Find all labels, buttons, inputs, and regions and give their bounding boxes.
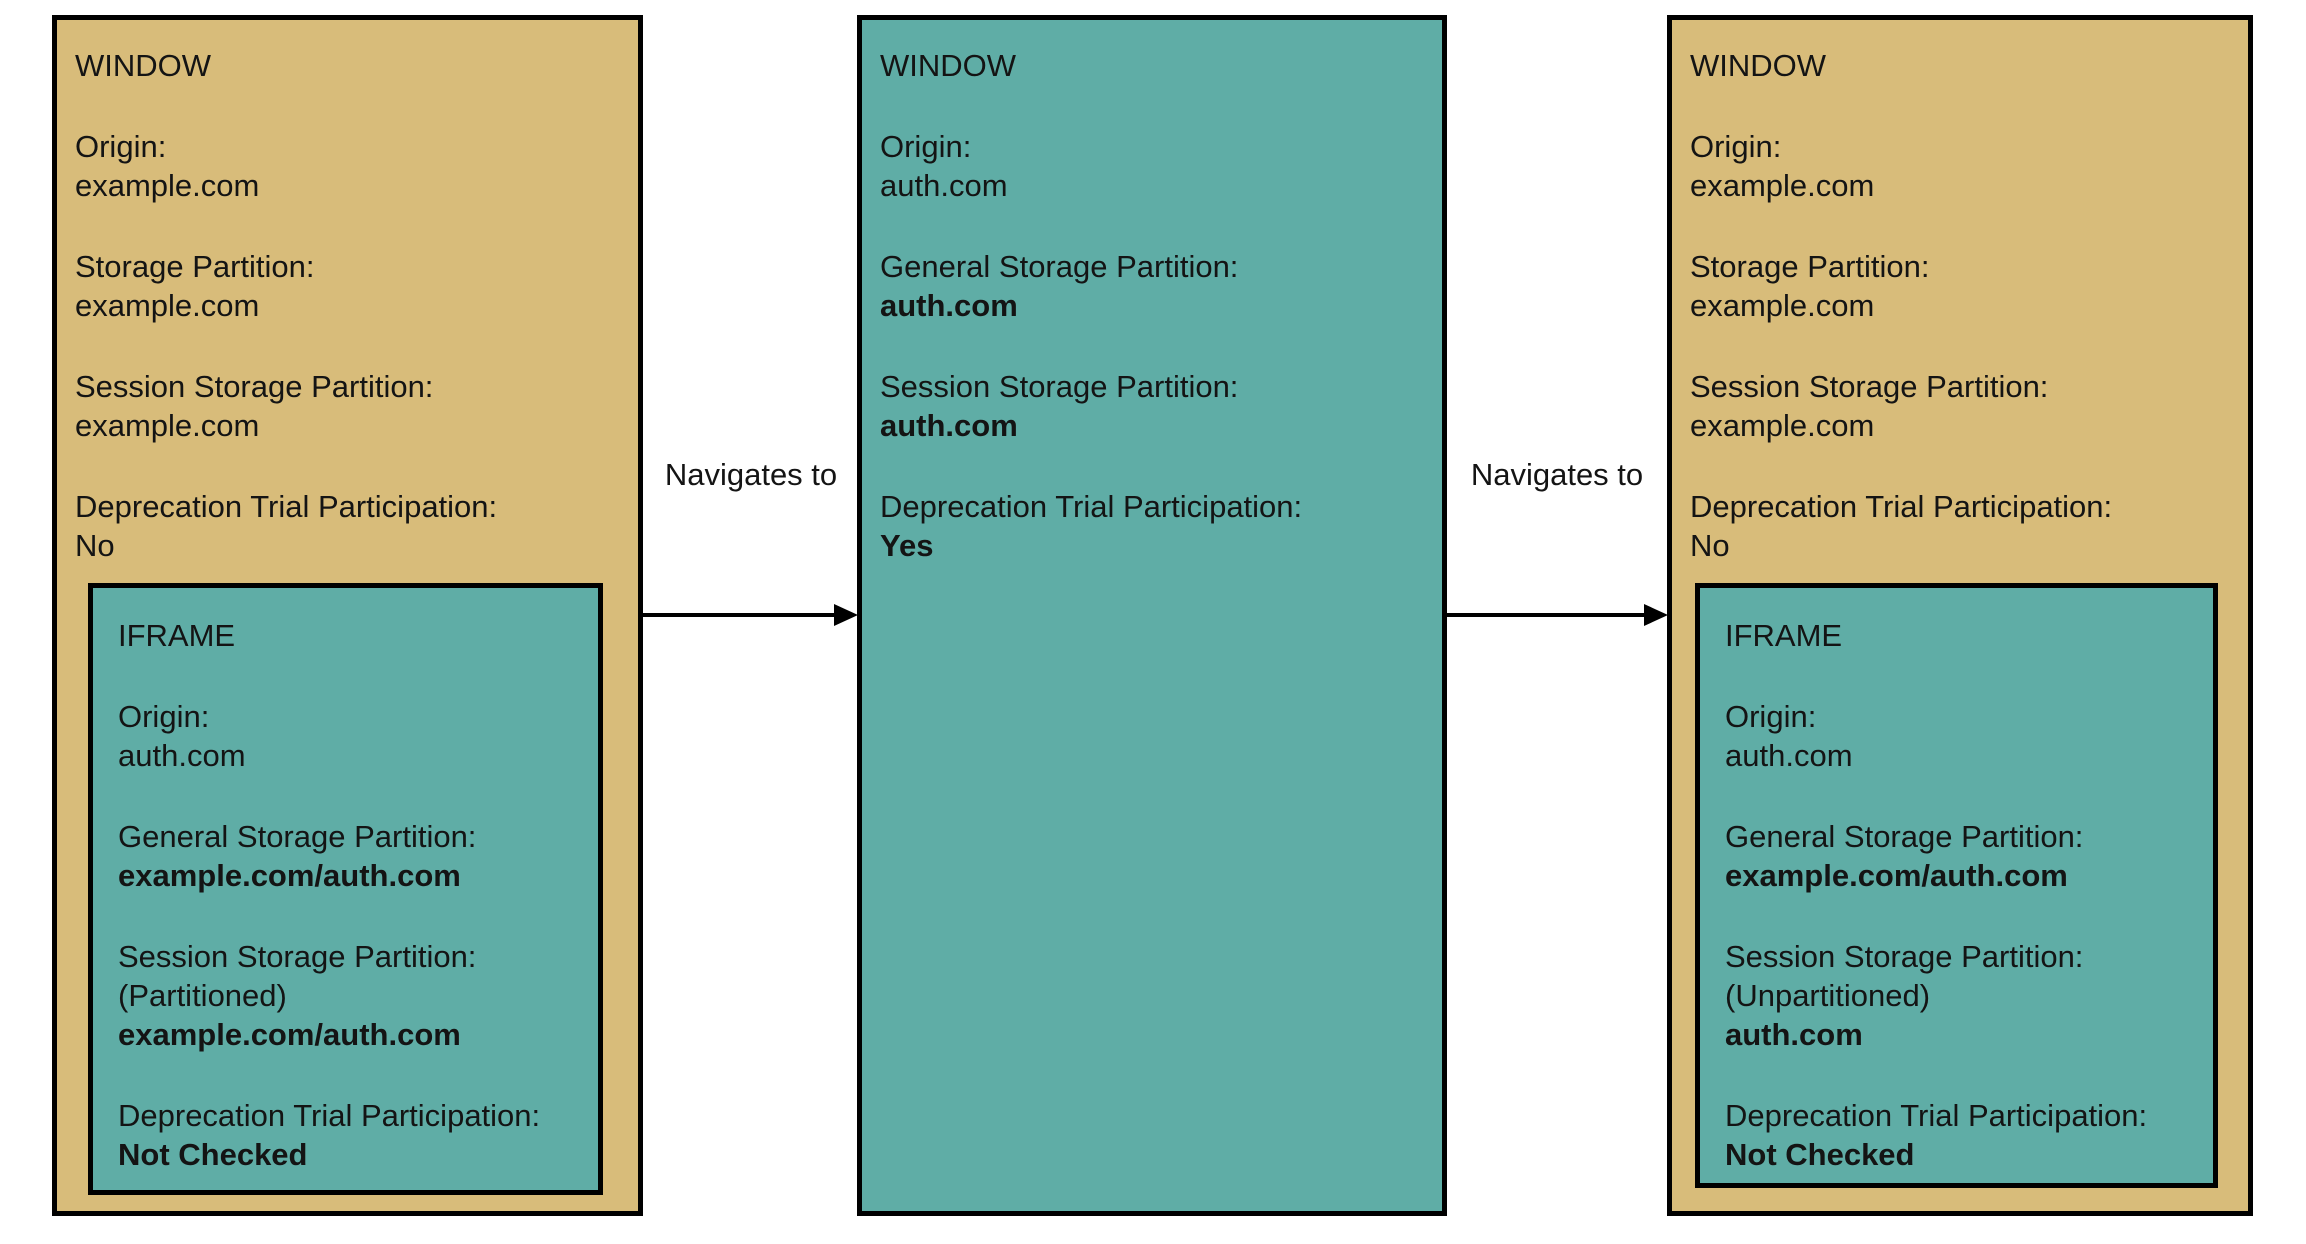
field-label: Session Storage Partition: <box>880 369 1239 404</box>
arrow-right-icon <box>1644 604 1668 626</box>
field-label: Session Storage Partition: <box>118 939 477 974</box>
field-value: auth.com <box>880 408 1018 443</box>
iframe-1-field-session-storage-partition: Session Storage Partition: (Partitioned)… <box>118 937 584 1054</box>
iframe-1-field-origin: Origin: auth.com <box>118 697 584 775</box>
field-label: Deprecation Trial Participation: <box>1690 489 2113 524</box>
window-3-field-session-storage-partition: Session Storage Partition: example.com <box>1690 367 2232 445</box>
field-value: auth.com <box>880 288 1018 323</box>
field-value: No <box>75 528 115 563</box>
navigates-arrow-2-line <box>1447 613 1647 617</box>
window-2-field-general-storage-partition: General Storage Partition: auth.com <box>880 247 1426 325</box>
field-value: auth.com <box>1725 1017 1863 1052</box>
window-3-field-storage-partition: Storage Partition: example.com <box>1690 247 2232 325</box>
field-value: example.com/auth.com <box>1725 858 2068 893</box>
field-label: Origin: <box>1690 129 1782 164</box>
window-1-field-session-storage-partition: Session Storage Partition: example.com <box>75 367 622 445</box>
field-note: (Partitioned) <box>118 978 287 1013</box>
iframe-3-field-deprecation-trial: Deprecation Trial Participation: Not Che… <box>1725 1096 2199 1174</box>
window-box-2: WINDOW Origin: auth.com General Storage … <box>857 15 1447 1216</box>
navigates-to-label-2: Navigates to <box>1470 457 1644 492</box>
field-value: Yes <box>880 528 934 563</box>
field-value: Not Checked <box>1725 1137 1915 1172</box>
field-value: example.com <box>75 288 260 323</box>
field-value: example.com <box>1690 408 1875 443</box>
arrow-right-icon <box>834 604 858 626</box>
window-1-field-storage-partition: Storage Partition: example.com <box>75 247 622 325</box>
iframe-box-3: IFRAME Origin: auth.com General Storage … <box>1695 583 2218 1188</box>
window-3-field-origin: Origin: example.com <box>1690 127 2232 205</box>
iframe-3-field-origin: Origin: auth.com <box>1725 697 2199 775</box>
field-value: example.com <box>75 168 260 203</box>
field-label: General Storage Partition: <box>880 249 1239 284</box>
window-1-field-origin: Origin: example.com <box>75 127 622 205</box>
field-label: Storage Partition: <box>75 249 315 284</box>
iframe-3-title: IFRAME <box>1725 618 1843 653</box>
navigates-to-label-1: Navigates to <box>664 457 838 492</box>
window-2-field-deprecation-trial: Deprecation Trial Participation: Yes <box>880 487 1426 565</box>
field-label: Origin: <box>1725 699 1817 734</box>
window-1-title: WINDOW <box>75 48 212 83</box>
field-label: Deprecation Trial Participation: <box>880 489 1303 524</box>
field-value: example.com <box>1690 288 1875 323</box>
field-label: Deprecation Trial Participation: <box>1725 1098 2148 1133</box>
field-value: auth.com <box>1725 738 1853 773</box>
iframe-1-field-deprecation-trial: Deprecation Trial Participation: Not Che… <box>118 1096 584 1174</box>
navigates-arrow-1-line <box>643 613 837 617</box>
field-label: Origin: <box>880 129 972 164</box>
field-value: example.com <box>75 408 260 443</box>
field-label: General Storage Partition: <box>1725 819 2084 854</box>
field-value: example.com/auth.com <box>118 858 461 893</box>
field-value: example.com <box>1690 168 1875 203</box>
iframe-3-field-general-storage-partition: General Storage Partition: example.com/a… <box>1725 817 2199 895</box>
field-value: No <box>1690 528 1730 563</box>
field-label: General Storage Partition: <box>118 819 477 854</box>
field-label: Session Storage Partition: <box>1725 939 2084 974</box>
field-label: Storage Partition: <box>1690 249 1930 284</box>
field-label: Session Storage Partition: <box>75 369 434 404</box>
field-value: auth.com <box>880 168 1008 203</box>
iframe-3-field-session-storage-partition: Session Storage Partition: (Unpartitione… <box>1725 937 2199 1054</box>
field-label: Deprecation Trial Participation: <box>118 1098 541 1133</box>
field-label: Session Storage Partition: <box>1690 369 2049 404</box>
field-label: Deprecation Trial Participation: <box>75 489 498 524</box>
field-note: (Unpartitioned) <box>1725 978 1931 1013</box>
window-2-title: WINDOW <box>880 48 1017 83</box>
iframe-box-1: IFRAME Origin: auth.com General Storage … <box>88 583 603 1195</box>
window-1-field-deprecation-trial: Deprecation Trial Participation: No <box>75 487 622 565</box>
window-2-field-origin: Origin: auth.com <box>880 127 1426 205</box>
iframe-1-field-general-storage-partition: General Storage Partition: example.com/a… <box>118 817 584 895</box>
field-label: Origin: <box>118 699 210 734</box>
field-label: Origin: <box>75 129 167 164</box>
window-2-field-session-storage-partition: Session Storage Partition: auth.com <box>880 367 1426 445</box>
field-value: Not Checked <box>118 1137 308 1172</box>
window-3-field-deprecation-trial: Deprecation Trial Participation: No <box>1690 487 2232 565</box>
window-3-title: WINDOW <box>1690 48 1827 83</box>
iframe-1-title: IFRAME <box>118 618 236 653</box>
field-value: example.com/auth.com <box>118 1017 461 1052</box>
field-value: auth.com <box>118 738 246 773</box>
